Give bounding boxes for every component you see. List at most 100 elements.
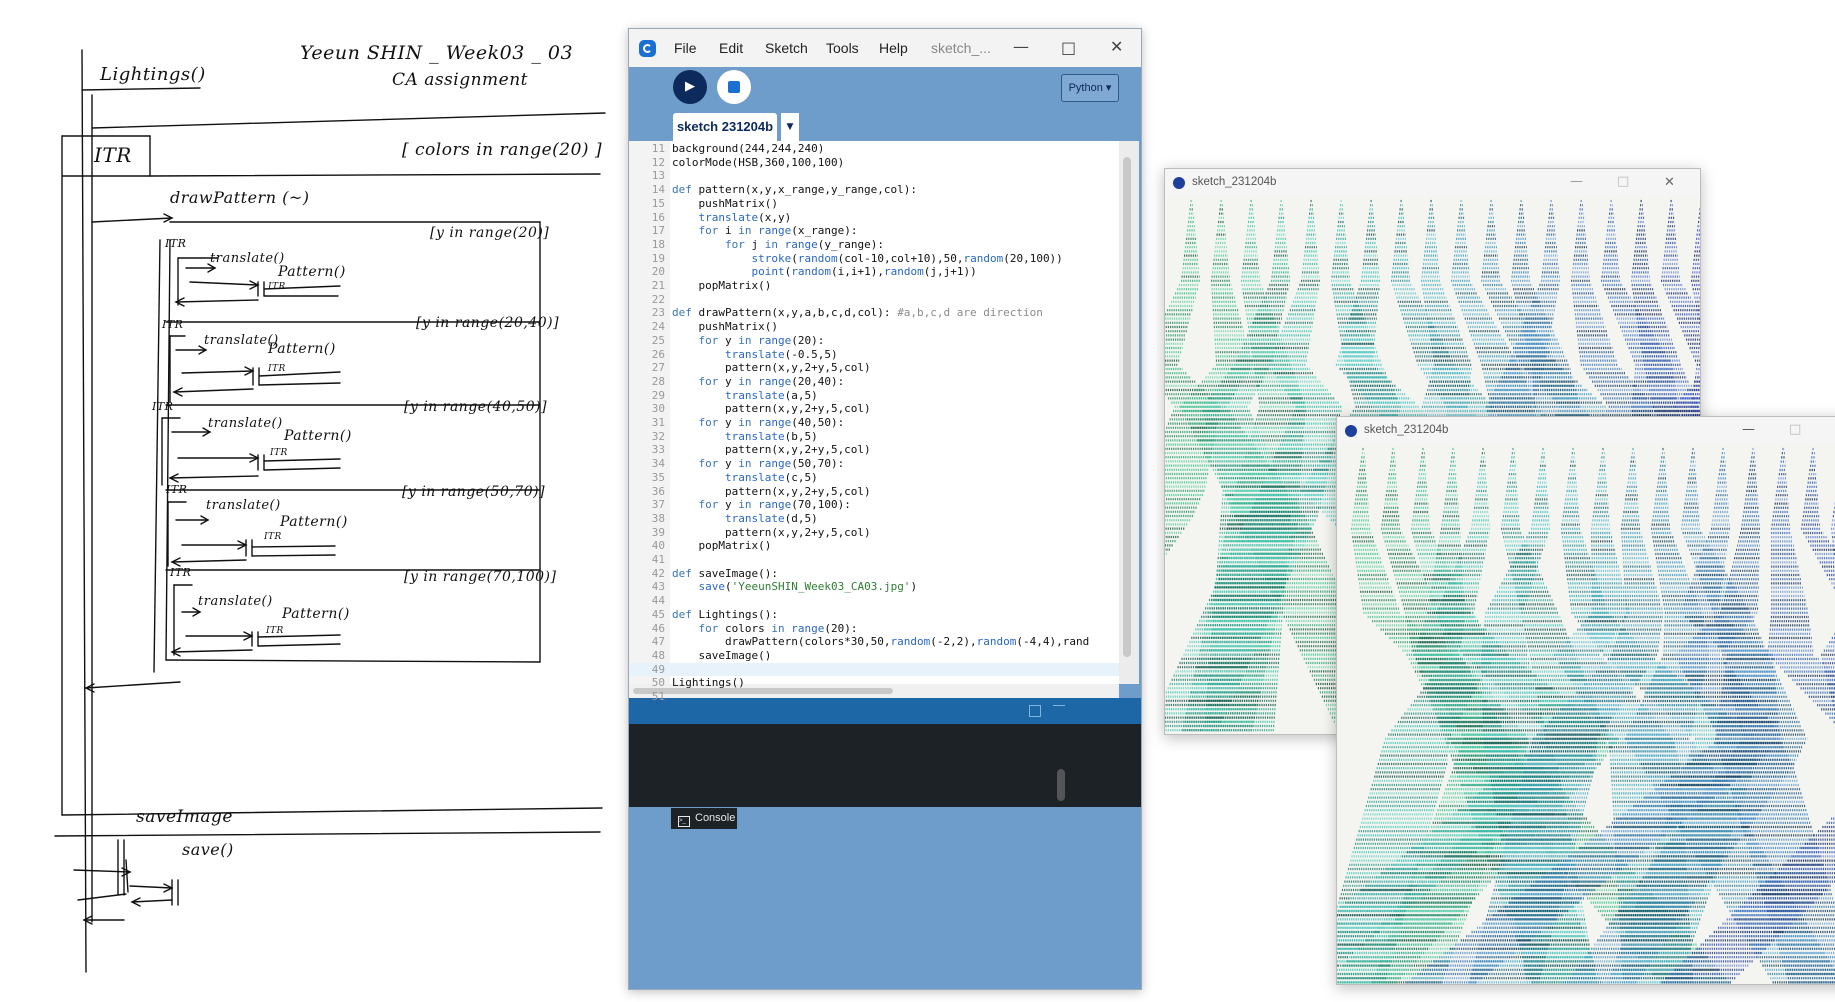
code-text: saveImage()	[672, 648, 772, 662]
code-line[interactable]: 38 translate(d,5)	[629, 512, 1119, 526]
line-number: 49	[651, 662, 665, 676]
tab-menu-chevron-icon[interactable]: ▼	[781, 113, 799, 141]
menu-tools[interactable]: Tools	[826, 40, 859, 56]
itr-label-3: ITR	[152, 400, 174, 413]
menu-help[interactable]: Help	[879, 40, 908, 56]
minimize-icon[interactable]: —	[1742, 422, 1755, 437]
code-line[interactable]: 36 pattern(x,y,2+y,5,col)	[629, 485, 1119, 499]
console-scroll-thumb[interactable]	[1057, 769, 1065, 801]
code-line[interactable]: 35 translate(c,5)	[629, 471, 1119, 485]
code-line[interactable]: 24 pushMatrix()	[629, 320, 1119, 334]
code-text: point(random(i,i+1),random(j,j+1))	[751, 265, 977, 279]
outer-range-label: [ colors in range(20) ]	[402, 140, 603, 160]
code-line[interactable]: 22	[629, 293, 1119, 307]
menu-file[interactable]: File	[674, 40, 697, 56]
run-button[interactable]: ▶	[673, 70, 707, 104]
console-output	[629, 724, 1141, 807]
tab-sketch-231204b[interactable]: sketch 231204b	[673, 113, 777, 141]
code-line[interactable]: 43 save('YeeunSHIN_Week03_CA03.jpg')	[629, 580, 1119, 594]
code-line[interactable]: 25 for y in range(20):	[629, 334, 1119, 348]
code-line[interactable]: 19 stroke(random(col-10,col+10),50,rando…	[629, 252, 1119, 266]
assignment-subtitle: CA assignment	[392, 70, 529, 90]
code-line[interactable]: 21 popMatrix()	[629, 279, 1119, 293]
code-text: save('YeeunSHIN_Week03_CA03.jpg')	[698, 580, 918, 594]
clear-console-icon[interactable]	[1053, 705, 1065, 717]
line-number: 41	[651, 553, 665, 566]
code-text: pushMatrix()	[672, 320, 778, 334]
maximize-icon[interactable]: □	[1789, 422, 1802, 437]
itr-label-2: ITR	[162, 318, 184, 331]
code-line[interactable]: 32 translate(b,5)	[629, 430, 1119, 444]
console-tab[interactable]: >_Console	[671, 808, 737, 829]
code-line[interactable]: 26 translate(-0.5,5)	[629, 348, 1119, 362]
output-window-back-titlebar: sketch_231204b — □ ✕	[1165, 169, 1700, 197]
code-text: def pattern(x,y,x_range,y_range,col):	[672, 183, 918, 197]
code-line[interactable]: 34 for y in range(50,70):	[629, 457, 1119, 471]
code-line[interactable]: 17 for i in range(x_range):	[629, 224, 1119, 238]
code-line[interactable]: 29 translate(a,5)	[629, 389, 1119, 403]
code-editor[interactable]	[629, 141, 1119, 684]
stop-button[interactable]	[717, 70, 751, 104]
code-line[interactable]: 49	[629, 662, 1119, 677]
code-line[interactable]: 27 pattern(x,y,2+y,5,col)	[629, 361, 1119, 375]
line-number: 40	[651, 539, 665, 553]
line-number: 38	[651, 511, 665, 525]
lightings-label: Lightings()	[100, 64, 206, 85]
itr-label-1: ITR	[165, 237, 187, 250]
code-line[interactable]: 37 for y in range(70,100):	[629, 498, 1119, 512]
code-line[interactable]: 41	[629, 553, 1119, 567]
code-line[interactable]: 31 for y in range(40,50):	[629, 416, 1119, 430]
code-line[interactable]: 30 pattern(x,y,2+y,5,col)	[629, 402, 1119, 416]
code-line[interactable]: 20 point(random(i,i+1),random(j,j+1))	[629, 265, 1119, 279]
line-number: 12	[651, 155, 665, 169]
minimize-icon[interactable]: —	[1570, 174, 1583, 189]
code-line[interactable]: 15 pushMatrix()	[629, 197, 1119, 211]
close-icon[interactable]: ✕	[1664, 175, 1675, 190]
code-line[interactable]: 39 pattern(x,y,2+y,5,col)	[629, 526, 1119, 540]
code-text: background(244,244,240)	[672, 142, 825, 155]
menu-sketch[interactable]: Sketch	[765, 40, 808, 56]
code-text: def drawPattern(x,y,a,b,c,d,col): #a,b,c…	[672, 306, 1043, 320]
editor-horizontal-scroll-thumb[interactable]	[633, 688, 893, 694]
code-text: def Lightings():	[672, 607, 778, 621]
code-text: for y in range(40,50):	[698, 416, 845, 429]
code-line[interactable]: 40 popMatrix()	[629, 539, 1119, 553]
code-line[interactable]: 16 translate(x,y)	[629, 211, 1119, 225]
code-text: for y in range(50,70):	[698, 457, 845, 471]
line-number: 35	[651, 470, 665, 484]
code-line[interactable]: 46 for colors in range(20):	[629, 622, 1119, 636]
code-line[interactable]: 28 for y in range(20,40):	[629, 375, 1119, 389]
menu-edit[interactable]: Edit	[719, 40, 744, 56]
line-number: 15	[651, 196, 665, 210]
close-icon[interactable]: ✕	[1110, 37, 1124, 56]
line-number: 29	[651, 388, 665, 402]
code-line[interactable]: 47 drawPattern(colors*30,50,random(-2,2)…	[629, 635, 1119, 649]
ide-footer	[629, 807, 1141, 829]
save-label: save()	[182, 840, 234, 859]
sketch-app-icon	[1345, 425, 1357, 437]
maximize-icon[interactable]: □	[1617, 174, 1630, 189]
code-text: pattern(x,y,2+y,5,col)	[672, 484, 871, 498]
code-line[interactable]: 18 for j in range(y_range):	[629, 238, 1119, 252]
code-line[interactable]: 33 pattern(x,y,2+y,5,col)	[629, 443, 1119, 457]
copy-console-icon[interactable]	[1029, 705, 1041, 717]
line-number: 16	[651, 210, 665, 224]
code-text: def saveImage():	[672, 566, 778, 580]
minimize-icon[interactable]: —	[1013, 37, 1029, 56]
code-line[interactable]: 48 saveImage()	[629, 649, 1119, 663]
code-line[interactable]: 13	[629, 169, 1119, 183]
maximize-icon[interactable]: □	[1061, 38, 1077, 57]
code-text: translate(d,5)	[724, 511, 818, 525]
editor-vertical-scroll-thumb[interactable]	[1123, 157, 1131, 657]
code-line[interactable]: 51	[629, 690, 1119, 704]
translate-label-4: translate()	[206, 498, 281, 513]
code-line[interactable]: 44	[629, 594, 1119, 608]
mode-selector[interactable]: Python ▾	[1061, 74, 1119, 102]
